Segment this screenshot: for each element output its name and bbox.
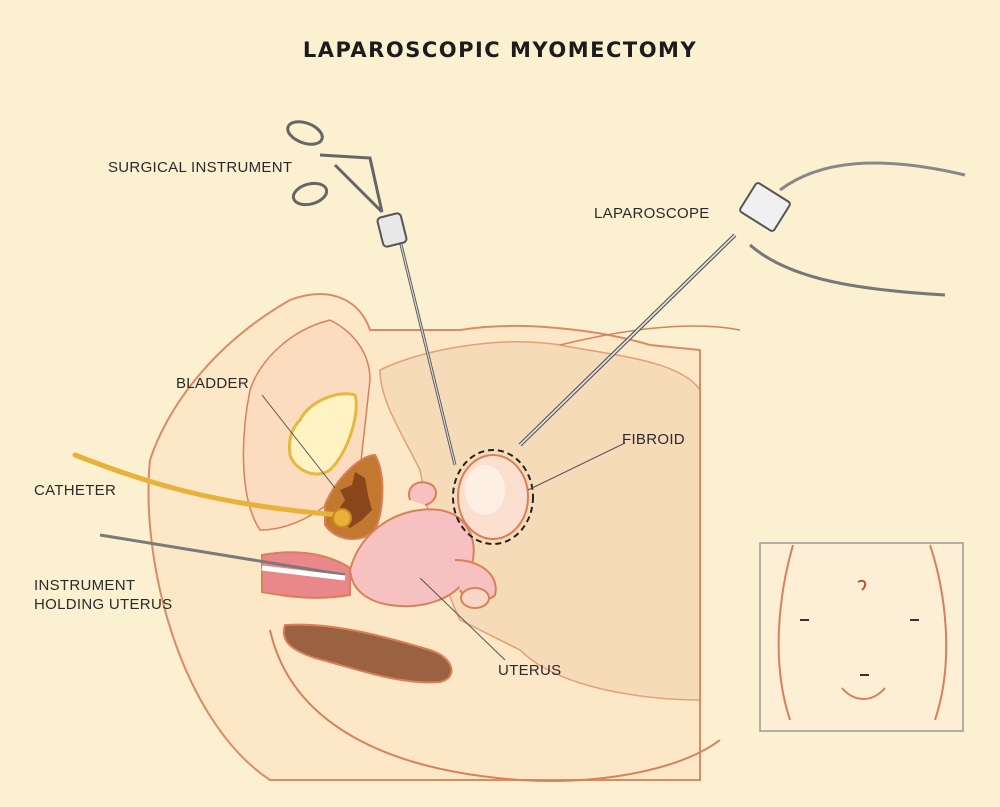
scope-camera <box>739 182 791 232</box>
inset-incision-diagram <box>759 542 964 732</box>
bladder-leader <box>261 394 336 489</box>
vaginal-canal <box>99 533 351 599</box>
back-contour <box>559 325 741 346</box>
instrument-shaft-inner <box>394 219 456 466</box>
pubic-bone <box>288 392 358 476</box>
inset-torso-right <box>929 544 948 721</box>
label-instrument-holding-uterus: INSTRUMENT HOLDING UTERUS <box>34 576 172 614</box>
scope-cable-top <box>779 161 966 192</box>
surgical-instrument <box>286 120 457 466</box>
label-instrument-holding-uterus-line2: HOLDING UTERUS <box>34 596 173 613</box>
label-bladder: BLADDER <box>176 375 249 392</box>
rectum <box>282 623 453 684</box>
inset-torso-left <box>777 544 794 721</box>
catheter-tube <box>72 452 343 518</box>
instrument-handle <box>319 153 384 214</box>
fibroid-highlight <box>465 465 505 515</box>
instrument-collar <box>376 212 408 248</box>
label-fibroid: FIBROID <box>622 431 685 448</box>
label-uterus: UTERUS <box>498 662 562 679</box>
uterus-leader <box>419 577 506 661</box>
label-surgical-instrument: SURGICAL INSTRUMENT <box>108 159 293 176</box>
scope-shaft-inner <box>519 234 736 446</box>
diagram-title: LAPAROSCOPIC MYOMECTOMY <box>302 38 698 62</box>
inset-frame <box>759 542 964 732</box>
fibroid-leader <box>527 442 626 491</box>
label-catheter: CATHETER <box>34 482 117 499</box>
inset-navel <box>857 579 867 591</box>
inset-pubic-line <box>841 687 886 700</box>
ovary <box>460 587 490 609</box>
catheter-balloon <box>332 508 352 528</box>
fibroid <box>452 449 534 545</box>
uterine-manipulator-highlight <box>261 565 346 581</box>
fibroid-highlight-circle <box>452 449 534 545</box>
scope-cable-bottom <box>749 243 946 297</box>
upper-tube <box>408 481 437 506</box>
label-instrument-holding-uterus-line1: INSTRUMENT <box>34 577 136 594</box>
label-laparoscope: LAPAROSCOPE <box>594 205 710 222</box>
uterine-manipulator-shaft <box>99 533 346 577</box>
leader-lines <box>261 394 626 661</box>
lower-body-curve <box>269 629 721 782</box>
instrument-ring-bottom <box>291 181 329 207</box>
laparoscope <box>518 161 966 447</box>
instrument-ring-top <box>286 120 324 146</box>
abdominal-cavity <box>379 341 701 701</box>
uterus <box>348 481 497 609</box>
